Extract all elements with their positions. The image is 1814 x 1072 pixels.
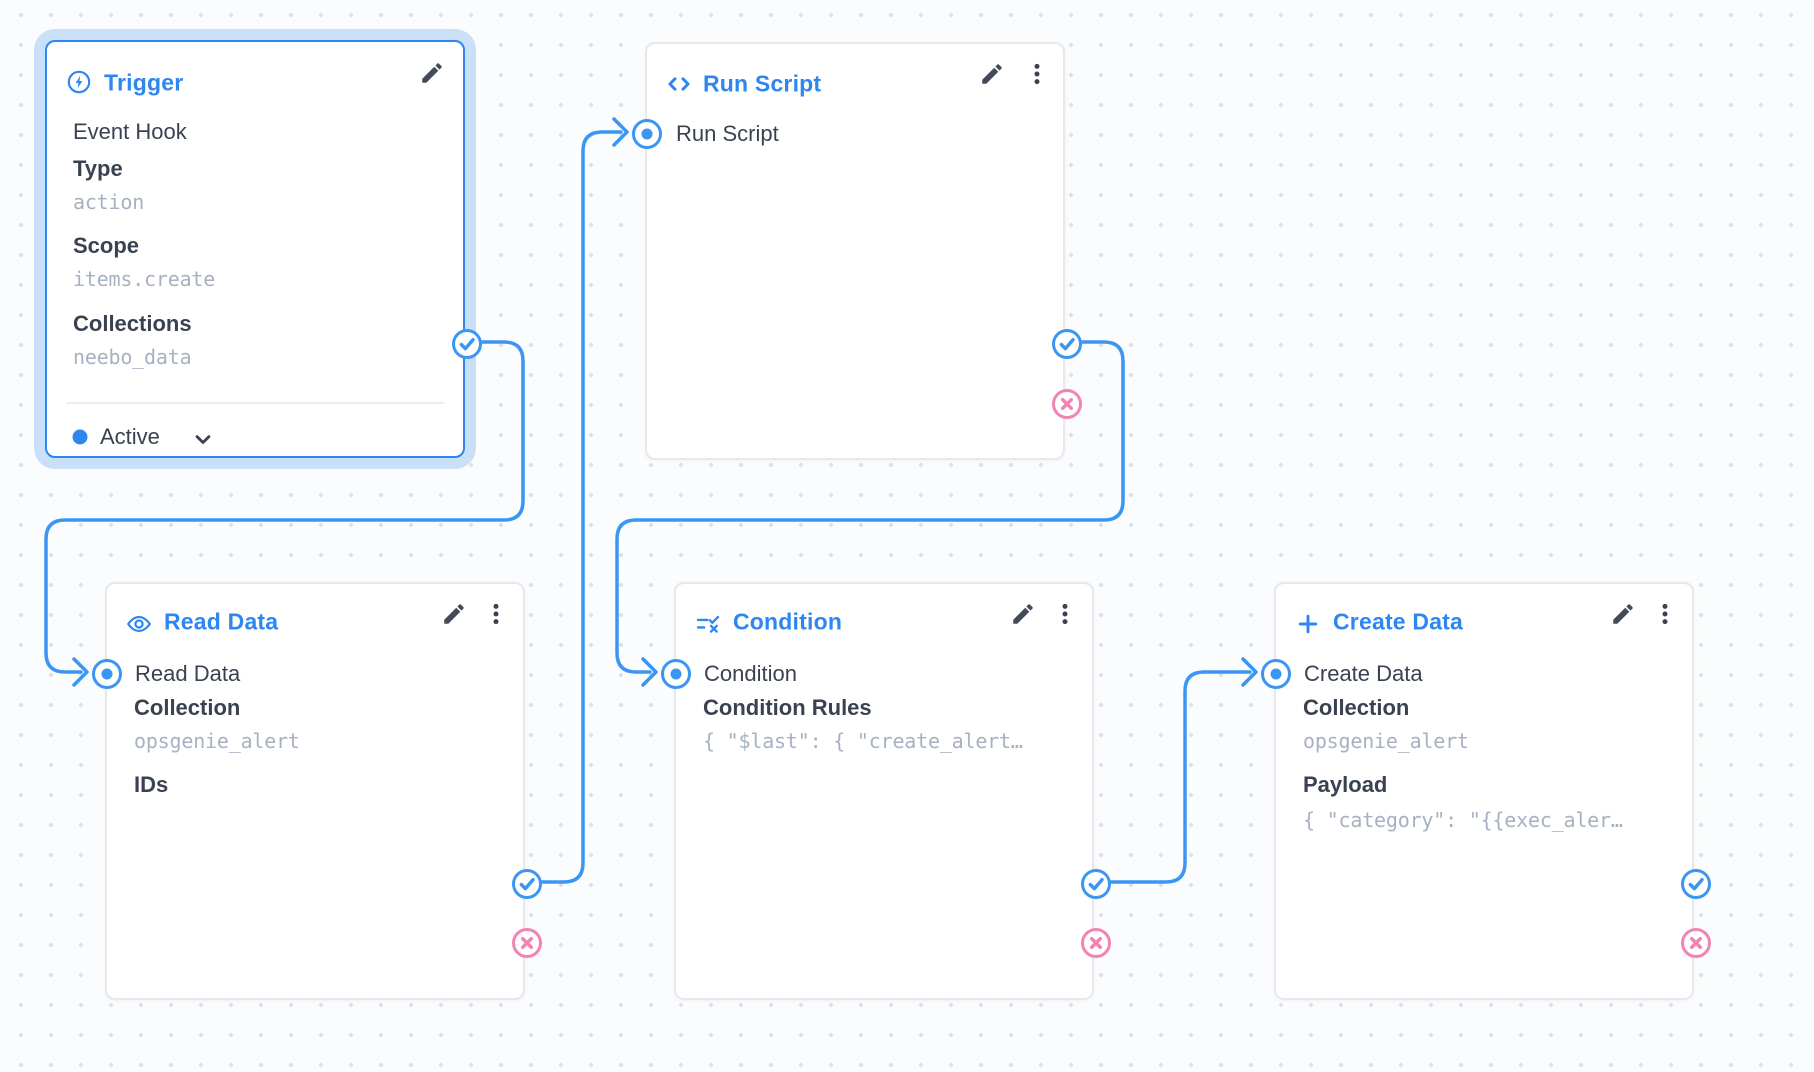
node-title: Condition [733,608,843,635]
operation-name: Create Data [1304,661,1423,686]
node-title: Run Script [703,70,822,97]
more-vert-icon[interactable] [1024,61,1050,87]
field-label: Condition Rules [703,695,872,720]
resolve-connector[interactable] [1052,329,1082,359]
wire-read-data-to-run-script [538,130,623,884]
code-icon [666,71,692,97]
field-value: items.create [73,267,216,291]
edit-icon[interactable] [1010,601,1036,627]
plus-icon [1295,611,1321,637]
reject-connector[interactable] [1681,928,1711,958]
chevron-down-icon[interactable] [190,426,216,452]
input-connector[interactable] [661,659,691,689]
operation-name: Condition [704,661,797,686]
more-vert-icon[interactable] [1052,601,1078,627]
resolve-connector[interactable] [452,329,482,359]
status-label: Active [100,424,160,449]
field-label: IDs [134,772,169,797]
input-connector[interactable] [1261,659,1291,689]
field-label: Collections [73,311,192,336]
input-connector[interactable] [92,659,122,689]
input-connector[interactable] [632,119,662,149]
edit-icon[interactable] [419,60,445,86]
trigger-type-text: Event Hook [73,119,187,144]
node-create-data[interactable]: Create Data Create Data Collection opsge… [1261,582,1711,1000]
field-value: { "category": "{{exec_aler… [1303,808,1623,832]
bolt-circle-icon [66,69,92,95]
reject-connector[interactable] [1081,928,1111,958]
resolve-connector[interactable] [1081,869,1111,899]
field-value: action [73,190,145,214]
resolve-connector[interactable] [1681,869,1711,899]
operation-name: Read Data [135,661,241,686]
node-trigger[interactable]: Trigger Event Hook Type action Scope ite… [45,40,482,458]
resolve-connector[interactable] [512,869,542,899]
field-label: Payload [1303,772,1388,797]
field-value: neebo_data [73,345,192,369]
more-vert-icon[interactable] [1652,601,1678,627]
edit-icon[interactable] [979,61,1005,87]
field-label: Scope [73,233,140,258]
field-label: Type [73,156,123,181]
node-run-script[interactable]: Run Script Run Script [632,42,1082,460]
field-label: Collection [134,695,241,720]
reject-connector[interactable] [512,928,542,958]
field-value: { "$last": { "create_alert… [703,729,1023,753]
node-title: Read Data [164,608,279,635]
wire-run-script-to-condition [615,340,1125,674]
operation-name: Run Script [676,121,779,146]
field-value: opsgenie_alert [134,729,300,753]
field-value: opsgenie_alert [1303,729,1469,753]
reject-connector[interactable] [1052,389,1082,419]
node-title: Create Data [1333,608,1464,635]
edit-icon[interactable] [441,601,467,627]
edit-icon[interactable] [1610,601,1636,627]
node-title: Trigger [104,69,184,96]
more-vert-icon[interactable] [483,601,509,627]
wire-condition-to-create-data [1107,670,1252,884]
divider [66,402,444,404]
status-dot [72,429,88,445]
rule-icon [695,611,721,637]
eye-icon [126,611,152,637]
node-condition[interactable]: Condition Condition Condition Rules { "$… [661,582,1111,1000]
node-read-data[interactable]: Read Data Read Data Collection opsgenie_… [92,582,542,1000]
field-label: Collection [1303,695,1410,720]
wire-trigger-to-read-data [44,340,525,674]
